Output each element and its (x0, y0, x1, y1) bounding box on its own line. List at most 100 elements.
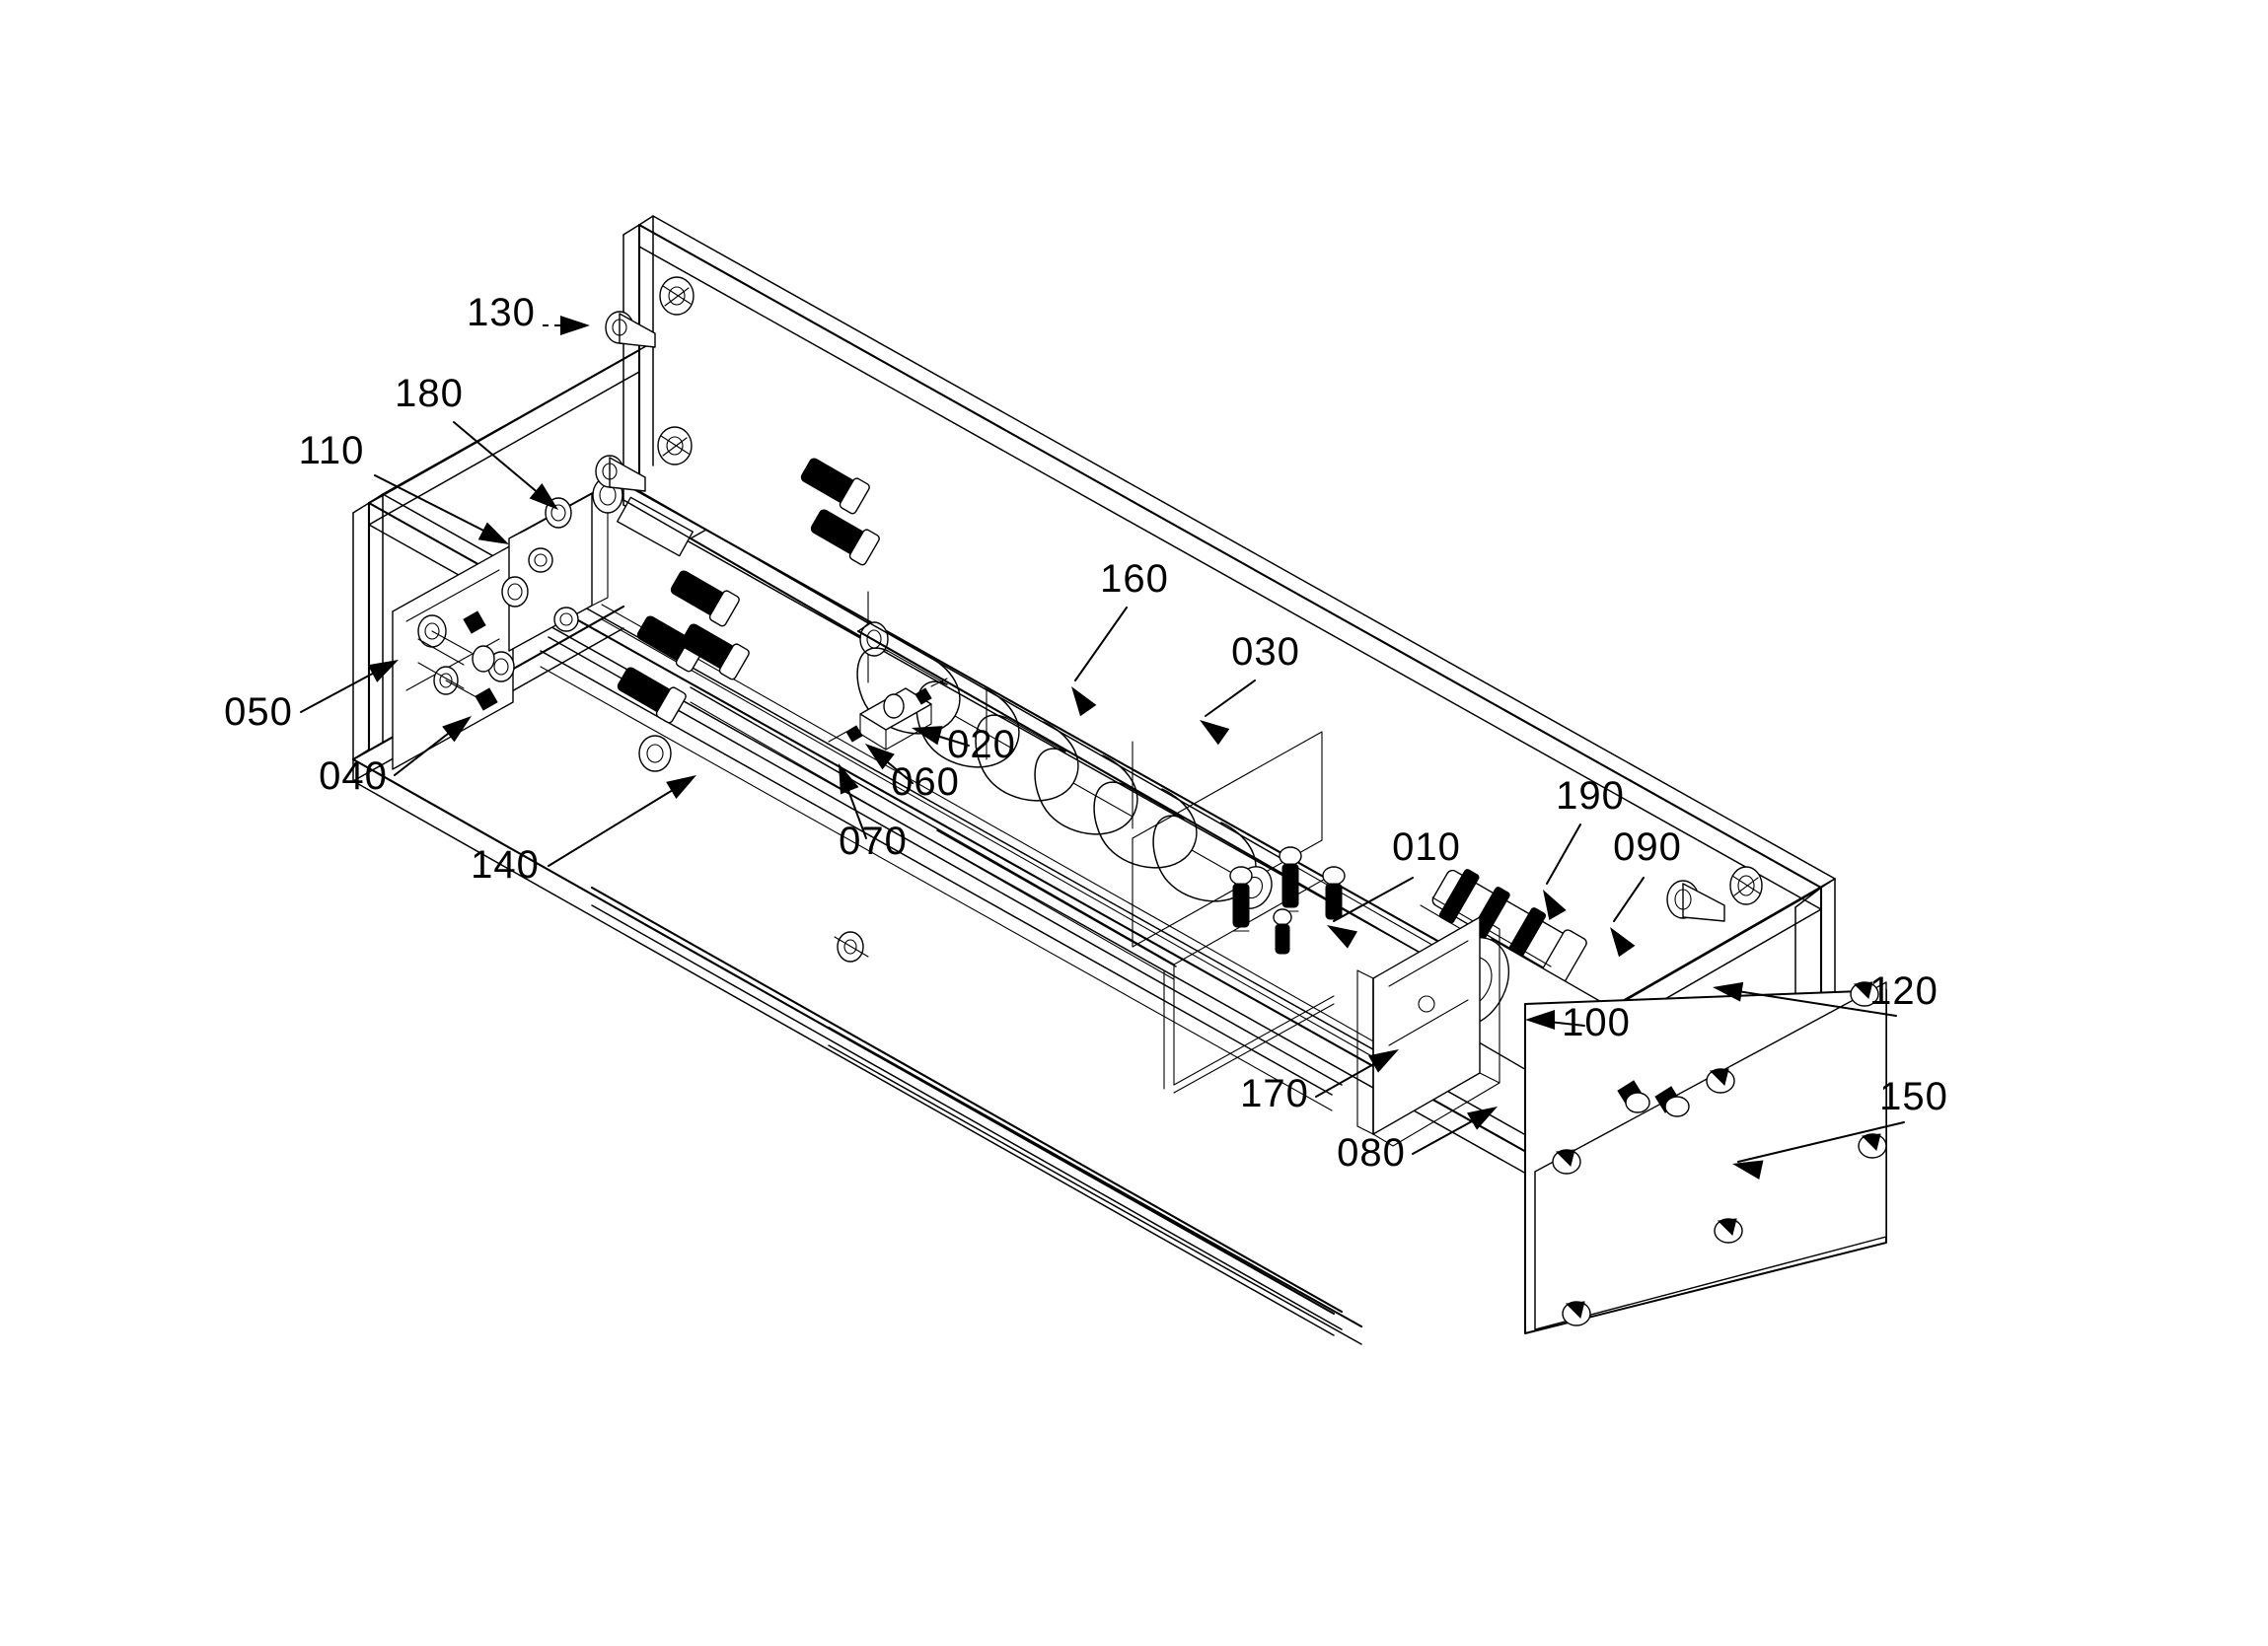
end-plate-fasteners (417, 610, 498, 711)
trough-bolt-1 (1229, 866, 1253, 932)
leader-arrowhead-050 (367, 660, 399, 682)
leader-line-120 (1718, 987, 1897, 1017)
trough-bolt-2 (1279, 846, 1302, 912)
callout-100: 100 (1525, 1001, 1631, 1044)
callout-number-030: 030 (1231, 630, 1300, 674)
callout-number-060: 060 (891, 760, 960, 804)
callout-080: 080 (1337, 1107, 1498, 1175)
fastener-washer-lower (657, 426, 693, 465)
cover-plate-screws (1552, 981, 1887, 1326)
callout-number-100: 100 (1562, 1001, 1631, 1044)
callout-number-050: 050 (224, 690, 293, 734)
callout-number-040: 040 (319, 754, 388, 798)
frame-bottom-skid-rail (590, 886, 1363, 1345)
motor-mount-bolts (1666, 866, 1763, 922)
callout-number-170: 170 (1240, 1072, 1309, 1115)
leader-arrowhead-060 (865, 744, 895, 770)
leader-arrowhead-080 (1467, 1107, 1498, 1130)
leader-arrowhead-140 (666, 775, 696, 800)
callout-120: 120 (1713, 969, 1939, 1017)
callout-number-090: 090 (1613, 825, 1682, 869)
motor-bolt-b (1729, 866, 1763, 905)
mounting-bracket-assembly (487, 484, 609, 682)
leader-line-140 (548, 778, 692, 867)
callout-090: 090 (1610, 825, 1682, 958)
access-cover-plate (1524, 981, 1887, 1334)
auger-flights (856, 647, 1257, 902)
frame-vertical-ribs (638, 362, 1471, 1025)
callout-190: 190 (1543, 774, 1625, 920)
auger-bearing-block (828, 678, 948, 751)
misc-hardware-lower-rail (638, 735, 869, 963)
leader-arrowhead-120 (1713, 981, 1744, 1002)
callout-130: 130 (467, 291, 590, 335)
leader-arrowhead-040 (442, 716, 472, 743)
right-rail-hardware (1617, 1080, 1690, 1117)
leader-line-030 (1205, 680, 1256, 717)
leader-arrowhead-110 (477, 522, 509, 544)
frame-diagonal-braces (690, 686, 1335, 1094)
frame-near-left-upright (352, 493, 384, 760)
leader-arrowhead-010 (1327, 925, 1357, 949)
callout-number-180: 180 (395, 372, 464, 415)
callout-160: 160 (1071, 557, 1168, 717)
motor-bolt-a (1666, 880, 1725, 922)
callout-number-010: 010 (1392, 825, 1461, 869)
shaft-coupling-assembly (1420, 869, 1587, 985)
socket-screws-top (800, 458, 880, 566)
callout-number-120: 120 (1869, 969, 1939, 1013)
leader-arrowhead-190 (1543, 890, 1567, 920)
fastener-180-bolt (595, 455, 646, 492)
callout-170: 170 (1240, 1049, 1399, 1115)
callout-layer: 0100200300400500600700800901001101201301… (224, 291, 1948, 1181)
leader-arrowhead-030 (1200, 720, 1230, 746)
leader-line-010 (1333, 877, 1414, 922)
exploded-fasteners (417, 276, 1346, 963)
callout-110: 110 (299, 429, 509, 544)
fastener-130-bolt (605, 311, 656, 348)
callout-number-190: 190 (1556, 774, 1625, 818)
callout-030: 030 (1200, 630, 1300, 746)
socket-screws-middle (617, 570, 750, 724)
callout-010: 010 (1327, 825, 1461, 949)
leader-arrowhead-150 (1732, 1160, 1764, 1181)
leader-line-090 (1613, 877, 1645, 922)
leader-arrowhead-130 (560, 316, 590, 335)
leader-arrowhead-180 (529, 483, 558, 510)
leader-line-150 (1737, 1121, 1905, 1163)
leader-arrowhead-090 (1610, 927, 1636, 958)
callout-150: 150 (1732, 1075, 1948, 1181)
gearbox-mount-plate (1356, 969, 1374, 1135)
callout-number-130: 130 (467, 291, 536, 334)
gearbox-housing (1372, 916, 1500, 1147)
leader-arrowhead-100 (1525, 1010, 1555, 1030)
leader-line-110 (374, 474, 504, 541)
fastener-washer-upper (659, 276, 695, 316)
leader-arrowhead-160 (1071, 686, 1097, 717)
callout-140: 140 (471, 775, 696, 887)
frame-inner-longitudinal-rail (540, 604, 1392, 1111)
callout-number-080: 080 (1337, 1131, 1406, 1175)
trough-bolts-group (1229, 846, 1346, 955)
callout-040: 040 (319, 716, 472, 798)
leader-arrowhead-170 (1368, 1049, 1399, 1073)
leader-line-190 (1546, 823, 1581, 885)
callout-number-150: 150 (1879, 1075, 1948, 1118)
bearing-bolts (828, 678, 948, 743)
trough-bolt-4 (1273, 908, 1292, 955)
auger-screw-assembly (856, 622, 1512, 999)
leader-arrowhead-070 (839, 763, 859, 795)
callout-070: 070 (839, 763, 908, 863)
trough-bolt-3 (1322, 866, 1346, 920)
frame-internal-partition (1132, 731, 1323, 948)
callout-number-070: 070 (839, 820, 908, 863)
callout-number-110: 110 (299, 429, 365, 472)
callout-050: 050 (224, 660, 399, 734)
frame-top-far-rail (637, 215, 1836, 910)
leader-arrowhead-020 (912, 726, 943, 746)
callout-180: 180 (395, 372, 558, 510)
callout-060: 060 (865, 744, 960, 804)
callout-number-020: 020 (947, 723, 1016, 766)
